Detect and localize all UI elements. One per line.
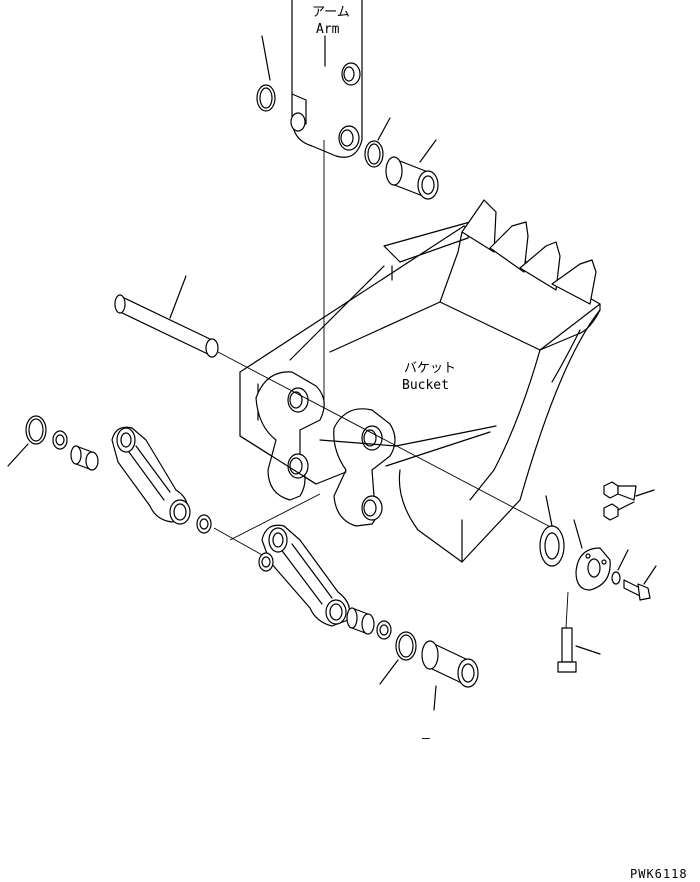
seal-mid [196,514,212,534]
nut-upper [603,481,655,501]
bucket: バケット Bucket [239,199,601,563]
arm: アーム Arm [290,0,363,158]
link-lower [258,524,351,627]
bushing-upper [385,139,439,200]
arm-label-jp: アーム [312,5,350,20]
seal-lower [376,620,392,640]
center-line-link-upper [229,493,321,541]
bolt-long [557,591,601,673]
o-ring-lower [379,631,417,685]
seal-left [52,430,68,450]
center-line-pin [217,351,561,533]
drawing-code: PWK6118 [630,867,688,881]
o-ring-left [7,415,47,467]
bushing-lower-small [346,607,375,635]
nut-lower [603,501,635,521]
bushing-lower [421,640,479,711]
o-ring-upper-right [364,117,391,168]
shim-ring [539,495,565,567]
bushing-left [70,445,99,471]
bucket-label-jp: バケット [404,361,456,376]
arm-label-en: Arm [316,22,340,37]
center-line-link [213,527,265,557]
bucket-label-en: Bucket [402,378,449,393]
plate [573,519,611,591]
long-pin [114,275,219,358]
dash-label: – [422,731,430,746]
washer [611,549,629,585]
o-ring-upper-left [256,35,276,112]
bolt-short [623,565,657,601]
link-upper [111,426,191,525]
